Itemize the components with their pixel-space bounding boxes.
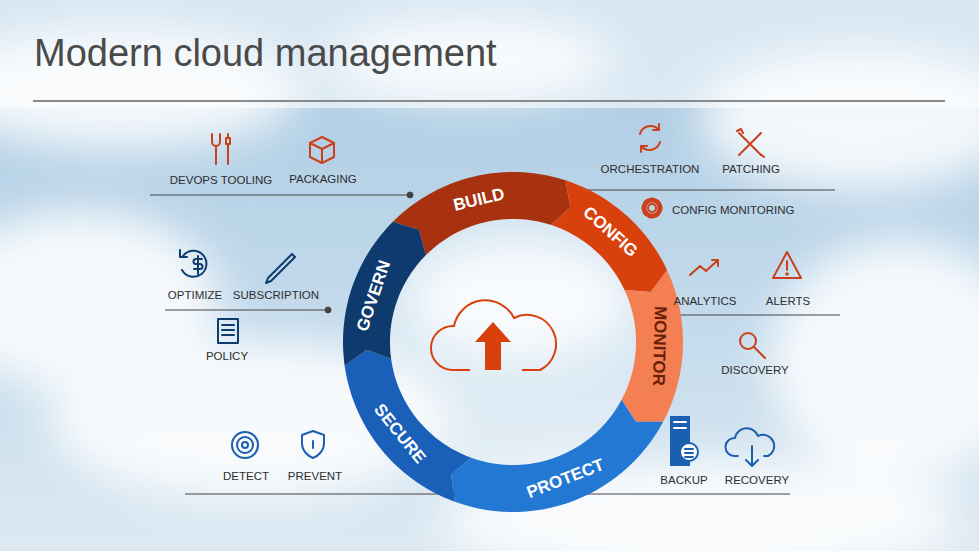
capability-label: ALERTS (766, 295, 811, 309)
capability-label: PREVENT (288, 470, 342, 484)
capability-label: CONFIG MONITORING (672, 204, 794, 218)
capability-label: OPTIMIZE (168, 289, 222, 303)
inner-circle (390, 219, 636, 465)
capability-label: POLICY (206, 350, 248, 364)
capability-label: DEVOPS TOOLING (170, 174, 272, 188)
capability-label: PATCHING (722, 163, 780, 177)
capability-label: ANALYTICS (673, 295, 736, 309)
cycle-stage: MONITOR (648, 306, 670, 386)
capability-label: BACKUP (660, 474, 707, 488)
capability-label: RECOVERY (725, 474, 789, 488)
cloud-upload-icon (431, 300, 556, 370)
title: Modern cloud management (34, 32, 497, 75)
capability-label: SUBSCRIPTION (233, 289, 319, 303)
stage-label: MONITOR (648, 306, 670, 386)
capability-label: PACKAGING (289, 173, 357, 187)
capability-label: DISCOVERY (721, 364, 789, 378)
capability-label: DETECT (223, 470, 269, 484)
capability-label: ORCHESTRATION (601, 163, 700, 177)
